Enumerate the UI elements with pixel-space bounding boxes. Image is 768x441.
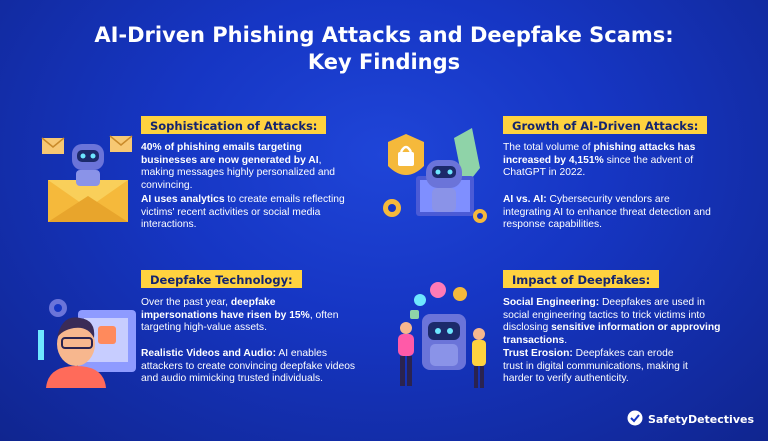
section-2-paragraph-1: The total volume of phishing attacks has… [503, 142, 696, 179]
section-1-paragraph-2: AI uses analytics to create emails refle… [141, 194, 345, 231]
section-4-paragraph-2: Trust Erosion: Deepfakes can erode trust… [503, 348, 688, 385]
badge-impact: Impact of Deepfakes: [503, 270, 660, 288]
section-3-paragraph-1: Over the past year, deepfake impersonati… [141, 297, 339, 334]
section-1-paragraph-1: 40% of phishing emails targeting busines… [141, 142, 336, 191]
section-3-paragraph-2: Realistic Videos and Audio: AI enables a… [141, 348, 356, 385]
badge-deepfake-technology: Deepfake Technology: [141, 270, 302, 288]
title-line-1: AI-Driven Phishing Attacks and Deepfake … [94, 23, 674, 47]
face-scan-illustration [38, 290, 138, 388]
email-robot-illustration [40, 130, 135, 225]
title-line-2: Key Findings [307, 50, 461, 74]
badge-growth: Growth of AI-Driven Attacks: [503, 116, 708, 134]
shield-robot-illustration [382, 128, 490, 233]
social-robot-illustration [392, 280, 496, 392]
badge-sophistication: Sophistication of Attacks: [141, 116, 327, 134]
brand-logo: SafetyDetectives [627, 410, 754, 429]
section-2-paragraph-2: AI vs. AI: Cybersecurity vendors are int… [503, 194, 711, 231]
section-4-paragraph-1: Social Engineering: Deepfakes are used i… [503, 297, 721, 346]
page-title: AI-Driven Phishing Attacks and Deepfake … [0, 22, 768, 76]
brand-logo-icon [627, 410, 643, 429]
brand-name: SafetyDetectives [647, 413, 754, 426]
